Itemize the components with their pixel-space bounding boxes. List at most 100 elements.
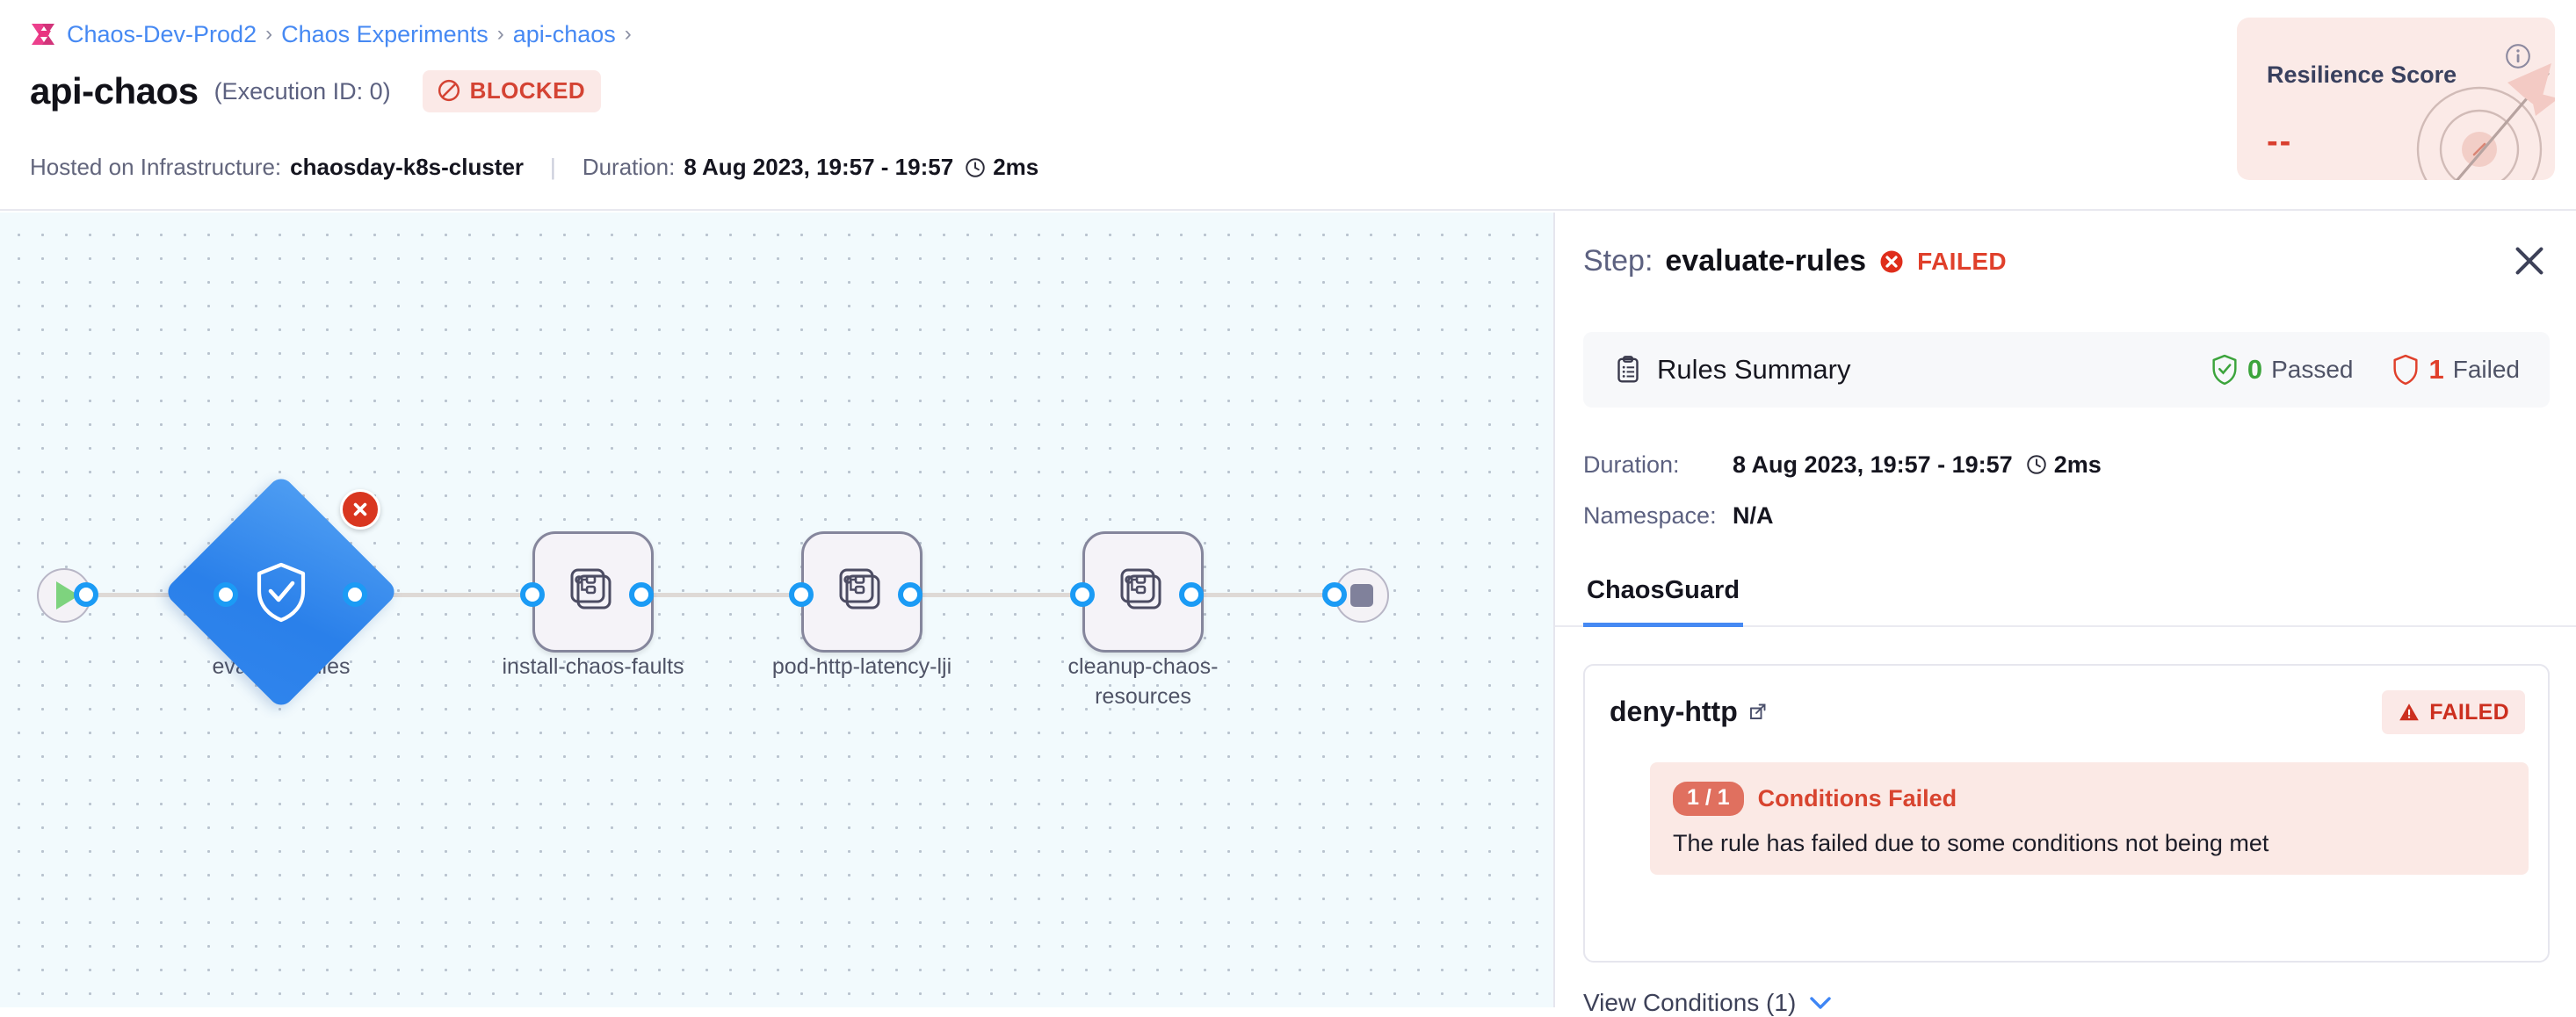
step-detail-panel: Step: evaluate-rules FAILED Rules Summar…: [1553, 213, 2576, 1016]
breadcrumb-separator: ›: [624, 22, 632, 46]
detail-duration-elapsed: 2ms: [2053, 451, 2102, 478]
conditions-failed-chip: 1 / 1: [1673, 782, 1744, 816]
page-title: api-chaos: [30, 70, 199, 112]
rule-name: deny-http: [1610, 696, 1738, 727]
pipeline-graph-canvas[interactable]: evaluate-rules install-chaos-faults pod-…: [0, 213, 1553, 1007]
edge-install-to-latency: [641, 593, 800, 597]
port-latency-in[interactable]: [789, 582, 814, 607]
clipboard-icon: [1617, 356, 1639, 383]
graph-node-label: pod-http-latency-lji: [771, 654, 952, 679]
chaos-fault-icon: [570, 568, 611, 609]
resilience-score-card: Resilience Score --: [2237, 18, 2555, 180]
shield-check-icon: [198, 508, 365, 675]
port-cleanup-in[interactable]: [1070, 582, 1095, 607]
execution-meta: Hosted on Infrastructure: chaosday-k8s-c…: [30, 154, 1038, 181]
detail-row-duration: Duration: 8 Aug 2023, 19:57 - 19:57 2ms: [1583, 439, 2102, 490]
stop-icon: [1350, 584, 1373, 607]
port-evaluate-out[interactable]: [343, 582, 367, 607]
edge-start-to-evaluate: [81, 593, 221, 597]
rule-name-row: deny-http: [1610, 696, 1768, 728]
graph-node-install-chaos-faults[interactable]: [532, 531, 654, 653]
rules-counts: 0 Passed 1 Failed: [2211, 354, 2520, 386]
shield-check-icon: [2212, 354, 2237, 386]
clock-icon: [2026, 455, 2046, 474]
port-install-out[interactable]: [629, 582, 654, 607]
error-x-icon: [1880, 250, 1903, 272]
detail-row-namespace: Namespace: N/A: [1583, 490, 2102, 541]
duration-value: 8 Aug 2023, 19:57 - 19:57: [684, 154, 954, 180]
infra-value: chaosday-k8s-cluster: [290, 154, 525, 180]
close-icon[interactable]: [2509, 241, 2550, 281]
panel-header: Step: evaluate-rules FAILED: [1555, 213, 2576, 318]
graph-node-evaluate-rules[interactable]: [163, 473, 400, 710]
detail-key: Namespace:: [1583, 501, 1717, 529]
edge-latency-to-cleanup: [909, 593, 1076, 597]
rules-summary-title: Rules Summary: [1657, 354, 1851, 385]
target-arrow-icon: [2416, 63, 2555, 180]
conditions-failed-title: Conditions Failed: [1757, 785, 1957, 811]
rule-status-label: FAILED: [2429, 699, 2509, 725]
step-name: evaluate-rules: [1665, 244, 1867, 278]
duration-elapsed: 2ms: [993, 154, 1039, 180]
breadcrumb-separator: ›: [496, 22, 504, 46]
panel-title: Step: evaluate-rules FAILED: [1583, 244, 2007, 278]
port-start-out[interactable]: [74, 582, 98, 607]
port-end-in[interactable]: [1322, 582, 1347, 607]
harness-logo-icon: [32, 24, 54, 45]
status-badge: BLOCKED: [422, 70, 601, 112]
rule-card-deny-http: deny-http FAILED 1 / 1 Conditions Failed…: [1583, 664, 2550, 963]
detail-value: N/A: [1733, 501, 1774, 529]
rules-passed-label: Passed: [2271, 356, 2354, 383]
rules-failed-count: 1: [2428, 354, 2444, 385]
clock-icon: [966, 157, 985, 177]
graph-node-label: cleanup-chaos-resources: [1067, 654, 1219, 709]
edge-cleanup-to-end: [1190, 593, 1331, 597]
rules-failed-group: 1 Failed: [2391, 354, 2520, 386]
breadcrumb-separator: ›: [265, 22, 273, 46]
conditions-failed-header: 1 / 1 Conditions Failed: [1673, 782, 2506, 816]
conditions-failed-box: 1 / 1 Conditions Failed The rule has fai…: [1650, 762, 2529, 875]
chaos-fault-icon: [1120, 568, 1161, 609]
breadcrumb-item-1[interactable]: Chaos Experiments: [281, 21, 488, 47]
chaos-fault-icon: [839, 568, 880, 609]
resilience-score-value: --: [2267, 123, 2293, 160]
resilience-score-title: Resilience Score: [2267, 61, 2457, 88]
view-conditions-label: View Conditions (1): [1583, 989, 1797, 1016]
duration-label: Duration:: [582, 154, 676, 180]
infra-label: Hosted on Infrastructure:: [30, 154, 282, 180]
step-status: FAILED: [1917, 247, 2008, 275]
chevron-down-icon[interactable]: [1808, 995, 1833, 1011]
step-details: Duration: 8 Aug 2023, 19:57 - 19:57 2ms …: [1583, 439, 2102, 541]
rules-failed-label: Failed: [2452, 356, 2520, 383]
page-header: Chaos-Dev-Prod2 › Chaos Experiments › ap…: [0, 0, 2576, 211]
step-label: Step:: [1583, 244, 1653, 278]
port-cleanup-out[interactable]: [1179, 582, 1204, 607]
conditions-failed-description: The rule has failed due to some conditio…: [1673, 830, 2269, 856]
breadcrumb-item-0[interactable]: Chaos-Dev-Prod2: [67, 21, 257, 47]
blocked-circle-icon: [438, 79, 459, 102]
port-latency-out[interactable]: [898, 582, 923, 607]
tab-chaosguard[interactable]: ChaosGuard: [1583, 564, 1744, 627]
breadcrumb: Chaos-Dev-Prod2 › Chaos Experiments › ap…: [30, 19, 632, 49]
info-icon[interactable]: [2504, 42, 2532, 70]
rules-passed-group: 0 Passed: [2211, 354, 2354, 386]
edge-evaluate-to-install: [351, 593, 527, 597]
breadcrumb-item-2[interactable]: api-chaos: [512, 21, 616, 47]
detail-key: Duration:: [1583, 451, 1680, 478]
meta-divider: |: [550, 154, 556, 180]
detail-value: 8 Aug 2023, 19:57 - 19:57 2ms: [1733, 451, 2102, 479]
rules-summary-card: Rules Summary 0 Passed 1 Failed: [1583, 332, 2550, 408]
error-x-icon: [340, 489, 380, 530]
rule-status-badge: FAILED: [2382, 690, 2525, 734]
external-link-icon[interactable]: [1747, 702, 1768, 723]
execution-id: (Execution ID: 0): [213, 77, 391, 105]
port-install-in[interactable]: [520, 582, 545, 607]
shield-outline-icon: [2393, 354, 2419, 386]
port-evaluate-in[interactable]: [213, 582, 238, 607]
warning-triangle-icon: [2399, 703, 2420, 721]
rules-passed-count: 0: [2247, 354, 2263, 385]
detail-duration-range: 8 Aug 2023, 19:57 - 19:57: [1733, 451, 2013, 478]
graph-node-label: install-chaos-faults: [502, 654, 684, 679]
status-badge-label: BLOCKED: [469, 76, 585, 104]
view-conditions-toggle[interactable]: View Conditions (1): [1583, 989, 1833, 1017]
